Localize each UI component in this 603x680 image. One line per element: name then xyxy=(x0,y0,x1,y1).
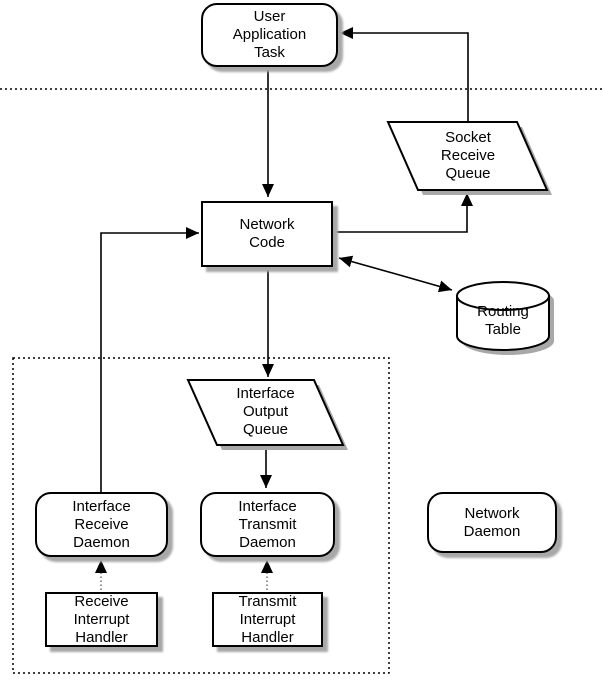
routing-table-label: Routing Table xyxy=(477,303,529,338)
node-network-daemon: Network Daemon xyxy=(427,492,557,553)
edge-routing-table-to-network-code xyxy=(338,255,397,275)
node-user-application-task: User Application Task xyxy=(201,3,338,67)
node-transmit-interrupt-handler: Transmit Interrupt Handler xyxy=(212,592,323,647)
transmit-interrupt-handler-label: Transmit Interrupt Handler xyxy=(238,592,297,646)
interface-output-queue-label: Interface Output Queue xyxy=(236,384,295,438)
interface-receive-daemon-label: Interface Receive Daemon xyxy=(72,497,131,551)
node-interface-receive-daemon: Interface Receive Daemon xyxy=(35,492,168,557)
receive-interrupt-handler-label: Receive Interrupt Handler xyxy=(73,592,130,646)
edge-network-code-to-routing-table xyxy=(395,273,453,293)
edge-receive-daemon-to-network-code xyxy=(100,227,199,492)
node-interface-transmit-daemon: Interface Transmit Daemon xyxy=(200,492,335,557)
edge-socket-receive-queue-to-user-task xyxy=(340,27,469,122)
interface-output-queue-label-box: Interface Output Queue xyxy=(193,380,338,443)
user-application-task-label: User Application Task xyxy=(232,8,307,61)
node-socket-receive-queue-shape xyxy=(386,121,552,195)
node-receive-interrupt-handler: Receive Interrupt Handler xyxy=(45,592,158,647)
node-interface-output-queue-shape xyxy=(186,379,348,450)
network-daemon-label: Network Daemon xyxy=(463,504,521,540)
node-routing-table-shape xyxy=(456,281,554,355)
socket-receive-queue-label: Socket Receive Queue xyxy=(440,129,496,182)
network-code-label: Network Code xyxy=(239,216,295,251)
routing-table-label-box: Routing Table xyxy=(457,296,549,346)
interface-transmit-daemon-label: Interface Transmit Daemon xyxy=(238,497,297,551)
socket-receive-queue-label-box: Socket Receive Queue xyxy=(393,124,543,188)
edge-network-code-to-socket-receive-queue xyxy=(334,193,473,233)
node-network-code: Network Code xyxy=(201,201,333,267)
